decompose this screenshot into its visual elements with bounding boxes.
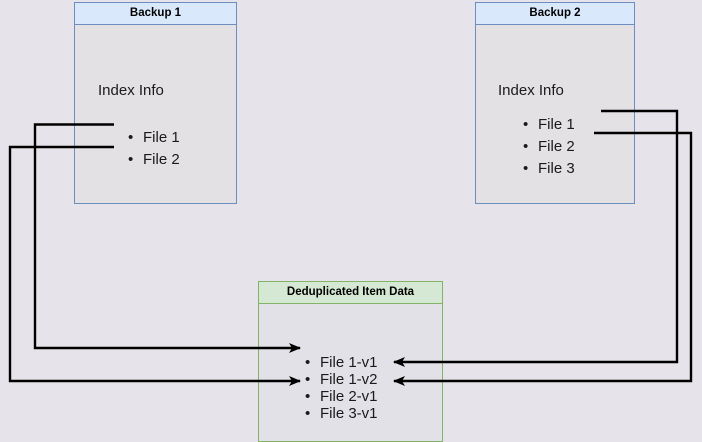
backup-1-index-info-label: Index Info <box>98 82 164 99</box>
list-item[interactable]: File 3-v1 <box>305 405 378 422</box>
list-item[interactable]: File 2-v1 <box>305 388 378 405</box>
list-item[interactable]: File 1-v2 <box>305 371 378 388</box>
backup-1-file-list: File 1 File 2 <box>128 127 180 171</box>
node-backup-1-body: Index Info File 1 File 2 <box>75 25 236 201</box>
node-backup-2-body: Index Info File 1 File 2 File 3 <box>476 25 634 201</box>
backup-2-file-list: File 1 File 2 File 3 <box>523 114 575 180</box>
dedup-file-list: File 1-v1 File 1-v2 File 2-v1 File 3-v1 <box>305 354 378 422</box>
backup-2-index-info-label: Index Info <box>498 82 564 99</box>
list-item[interactable]: File 1-v1 <box>305 354 378 371</box>
list-item[interactable]: File 1 <box>128 127 180 149</box>
list-item[interactable]: File 2 <box>523 136 575 158</box>
node-deduplicated-item-data[interactable]: Deduplicated Item Data File 1-v1 File 1-… <box>258 281 443 442</box>
list-item[interactable]: File 1 <box>523 114 575 136</box>
node-backup-2-title: Backup 2 <box>476 3 634 25</box>
node-dedup-body: File 1-v1 File 1-v2 File 2-v1 File 3-v1 <box>259 304 442 439</box>
node-backup-2[interactable]: Backup 2 Index Info File 1 File 2 File 3 <box>475 2 635 204</box>
node-backup-1[interactable]: Backup 1 Index Info File 1 File 2 <box>74 2 237 204</box>
node-dedup-title: Deduplicated Item Data <box>259 282 442 304</box>
list-item[interactable]: File 2 <box>128 149 180 171</box>
list-item[interactable]: File 3 <box>523 158 575 180</box>
node-backup-1-title: Backup 1 <box>75 3 236 25</box>
